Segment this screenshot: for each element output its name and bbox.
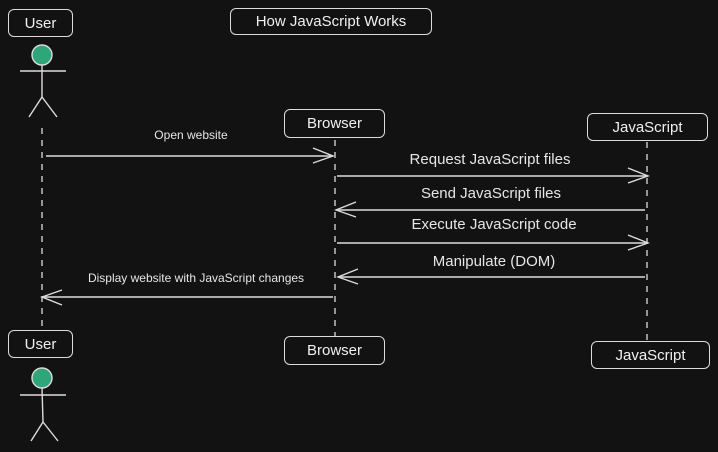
user-actor-bottom-head [31,367,53,389]
user-actor-top [20,44,66,118]
user-actor-top-head [31,44,53,66]
arrow-send-javascript-files [334,201,645,218]
participant-javascript-top: JavaScript [587,113,708,141]
participant-user-bottom: User [8,330,73,358]
arrow-execute-javascript-code [337,234,650,251]
participant-javascript-bottom: JavaScript [591,341,710,369]
arrow-open-website [46,147,335,164]
message-label-display-website: Display website with JavaScript changes [87,271,305,285]
arrow-display-website [40,289,333,306]
arrow-manipulate-dom [336,268,645,285]
message-label-execute-javascript-code: Execute JavaScript code [411,216,577,233]
message-label-open-website: Open website [154,128,228,142]
participant-user-top: User [8,9,73,37]
message-label-manipulate-dom: Manipulate (DOM) [432,253,556,270]
participant-browser-top: Browser [284,109,385,138]
message-label-request-javascript-files: Request JavaScript files [409,151,571,168]
user-actor-bottom [20,367,66,442]
message-label-send-javascript-files: Send JavaScript files [420,185,562,202]
diagram-title: How JavaScript Works [230,8,432,35]
participant-browser-bottom: Browser [284,336,385,365]
arrow-request-javascript-files [337,167,650,184]
